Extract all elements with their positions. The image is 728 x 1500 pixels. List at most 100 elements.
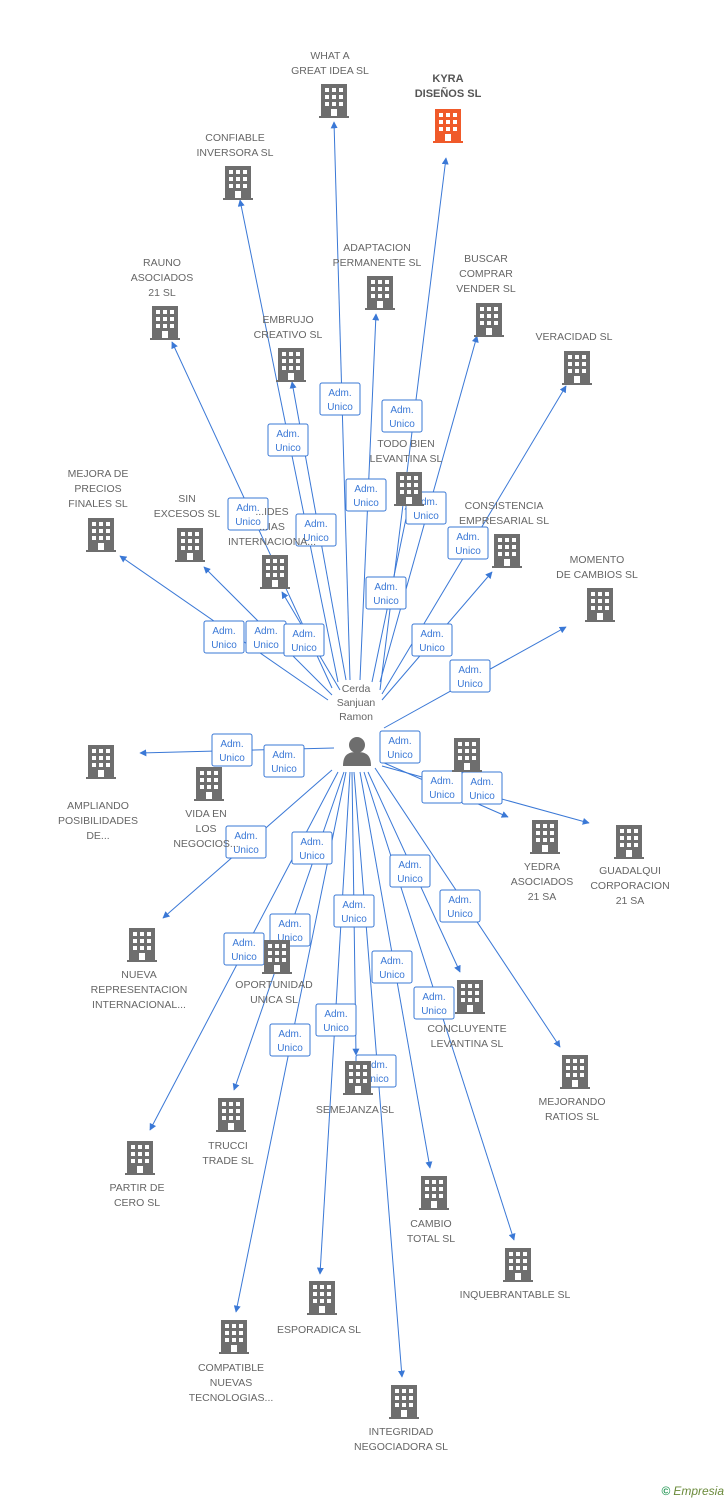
company-node-veracidad[interactable]: VERACIDAD SL xyxy=(535,331,613,385)
role-badge[interactable]: Adm.Unico xyxy=(333,894,375,928)
role-badge-line-1: Adm. xyxy=(328,388,351,399)
company-label-ampliando-line-1: AMPLIANDO xyxy=(67,800,129,812)
company-node-sin-excesos[interactable]: SIN EXCESOS SL xyxy=(154,493,221,562)
role-badge-line-1: Adm. xyxy=(430,776,453,787)
center-person[interactable]: Cerda Sanjuan Ramon xyxy=(337,683,376,766)
role-badge-line-1: Adm. xyxy=(220,739,243,750)
role-badge[interactable]: Adm.Unico xyxy=(263,744,305,778)
building-icon xyxy=(585,588,615,622)
role-badge[interactable]: Adm. Unico xyxy=(421,770,463,804)
company-label-sin-excesos-line-2: EXCESOS SL xyxy=(154,508,221,520)
role-badge[interactable]: Adm.Unico xyxy=(315,1003,357,1037)
role-badge-line-2: Unico xyxy=(363,1074,389,1085)
brand-logo[interactable]: Empresia xyxy=(673,1484,724,1498)
role-badge[interactable]: Adm.Unico xyxy=(439,889,481,923)
role-badge-line-2: Unico xyxy=(219,753,245,764)
role-badge-line-1: Adm. xyxy=(276,429,299,440)
building-icon xyxy=(614,825,644,859)
role-badge[interactable]: Adm.Unico xyxy=(379,730,421,764)
company-label-ampliando-line-3: DE... xyxy=(86,830,109,842)
role-badge[interactable]: Adm.Unico xyxy=(389,854,431,888)
building-icon xyxy=(223,166,253,200)
building-icon xyxy=(365,276,395,310)
role-badge[interactable]: Adm.Unico xyxy=(371,950,413,984)
company-node-ides[interactable]: ...IDES...IASINTERNACIONA... xyxy=(228,506,316,589)
building-icon xyxy=(560,1055,590,1089)
role-badge[interactable]: Adm.Unico xyxy=(381,399,423,433)
company-node-esporadica[interactable]: ESPORADICA SL xyxy=(277,1281,361,1336)
company-label-mejora-precios-line-2: PRECIOS xyxy=(74,483,121,495)
role-badge-line-2: Unico xyxy=(211,640,237,651)
role-badge-line-1: Adm. xyxy=(212,626,235,637)
role-badge[interactable]: Adm.Unico xyxy=(245,620,287,654)
role-badge[interactable]: Adm. Unico xyxy=(319,382,361,416)
role-badge-line-2: Unico xyxy=(327,402,353,413)
role-badge-line-2: Unico xyxy=(291,643,317,654)
company-node-unnamed-right[interactable] xyxy=(452,738,482,772)
building-icon xyxy=(389,1385,419,1419)
role-badge-line-2: Unico xyxy=(303,533,329,544)
company-node-vida[interactable]: VIDA ENLOSNEGOCIOS... xyxy=(173,767,239,850)
company-node-compatible[interactable]: COMPATIBLENUEVASTECNOLOGIAS... xyxy=(189,1320,274,1404)
role-badge-line-1: Adm. xyxy=(390,405,413,416)
role-badge[interactable]: Adm.Unico xyxy=(225,825,267,859)
building-icon xyxy=(175,528,205,562)
role-badge-line-2: Unico xyxy=(469,791,495,802)
company-node-nueva[interactable]: NUEVAREPRESENTACIONINTERNACIONAL... xyxy=(91,928,188,1011)
company-node-inquebrantable[interactable]: INQUEBRANTABLE SL xyxy=(460,1248,571,1301)
company-label-sin-excesos-line-1: SIN xyxy=(178,493,196,505)
role-badge[interactable]: Adm.Unico xyxy=(413,986,455,1020)
role-badge-line-2: Unico xyxy=(421,1006,447,1017)
company-node-ampliando[interactable]: AMPLIANDOPOSIBILIDADESDE... xyxy=(58,745,138,842)
role-badge[interactable]: Adm.Unico xyxy=(223,932,265,966)
company-label-ides-line-3: INTERNACIONA... xyxy=(228,536,316,548)
company-label-embrujo-line-1: EMBRUJO xyxy=(262,314,313,326)
company-label-cambio-line-2: TOTAL SL xyxy=(407,1233,455,1245)
role-badge[interactable]: Adm. Unico xyxy=(227,497,269,531)
role-badge[interactable]: Adm.Unico xyxy=(345,478,387,512)
role-badge[interactable]: Adm.Unico xyxy=(283,623,325,657)
role-badge[interactable]: Adm.Unico xyxy=(291,831,333,865)
role-badge-line-2: Unico xyxy=(373,596,399,607)
role-badge[interactable]: Adm.Unico xyxy=(449,659,491,693)
company-label-ides-line-1: ...IDES xyxy=(255,506,288,518)
role-badge[interactable]: Adm.Unico xyxy=(365,576,407,610)
role-badge[interactable]: Adm. Unico xyxy=(211,733,253,767)
role-badge-line-1: Adm. xyxy=(364,1060,387,1071)
role-badge[interactable]: Adm. Unico xyxy=(203,620,245,654)
building-icon xyxy=(260,555,290,589)
company-node-semejanza[interactable]: SEMEJANZA SL xyxy=(316,1061,394,1116)
role-badge[interactable]: Adm.Unico xyxy=(269,1023,311,1057)
role-badge[interactable]: Adm.Unico xyxy=(411,623,453,657)
role-badge-line-1: Adm. xyxy=(236,503,259,514)
role-badge[interactable]: Adm.Unico xyxy=(267,423,309,457)
role-badge[interactable]: Adm.Unico xyxy=(295,513,337,547)
building-icon xyxy=(194,767,224,801)
role-badge-line-2: Unico xyxy=(429,790,455,801)
company-label-guadalqui-line-3: 21 SA xyxy=(616,895,645,907)
role-badge-line-2: Unico xyxy=(235,517,261,528)
role-badge[interactable]: Adm.Unico xyxy=(461,771,503,805)
company-label-concluyente-line-2: LEVANTINA SL xyxy=(431,1038,504,1050)
role-badge[interactable]: Adm.Unico xyxy=(447,526,489,560)
